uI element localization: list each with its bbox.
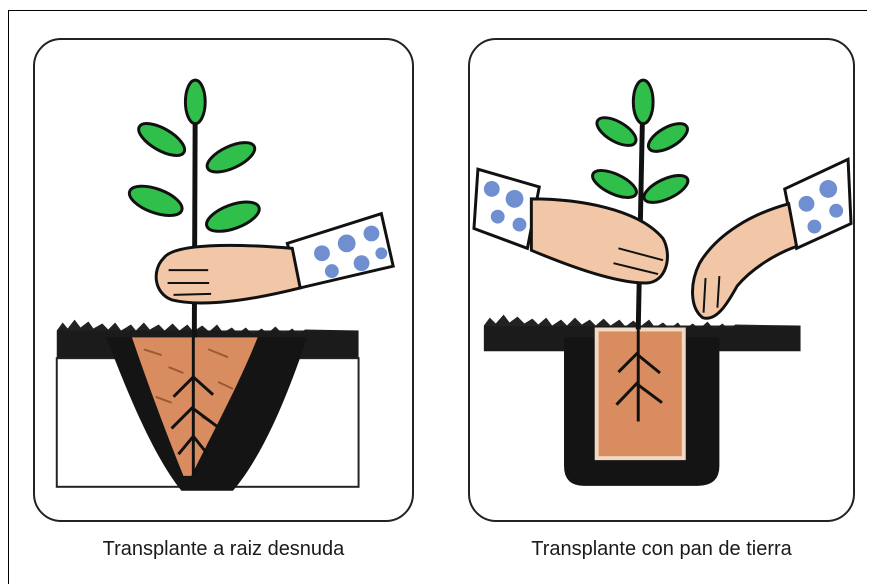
left-hand: [531, 199, 667, 283]
panel-bare-root: [33, 38, 414, 522]
right-hand: [693, 204, 797, 319]
bare-root-illustration: [35, 40, 412, 520]
caption-bare-root: Transplante a raiz desnuda: [33, 538, 414, 561]
root-ball-illustration: [470, 40, 853, 520]
panel-root-ball: [468, 38, 855, 522]
left-sleeve: [474, 169, 539, 248]
caption-root-ball: Transplante con pan de tierra: [468, 538, 855, 561]
root-ball: [597, 329, 684, 458]
